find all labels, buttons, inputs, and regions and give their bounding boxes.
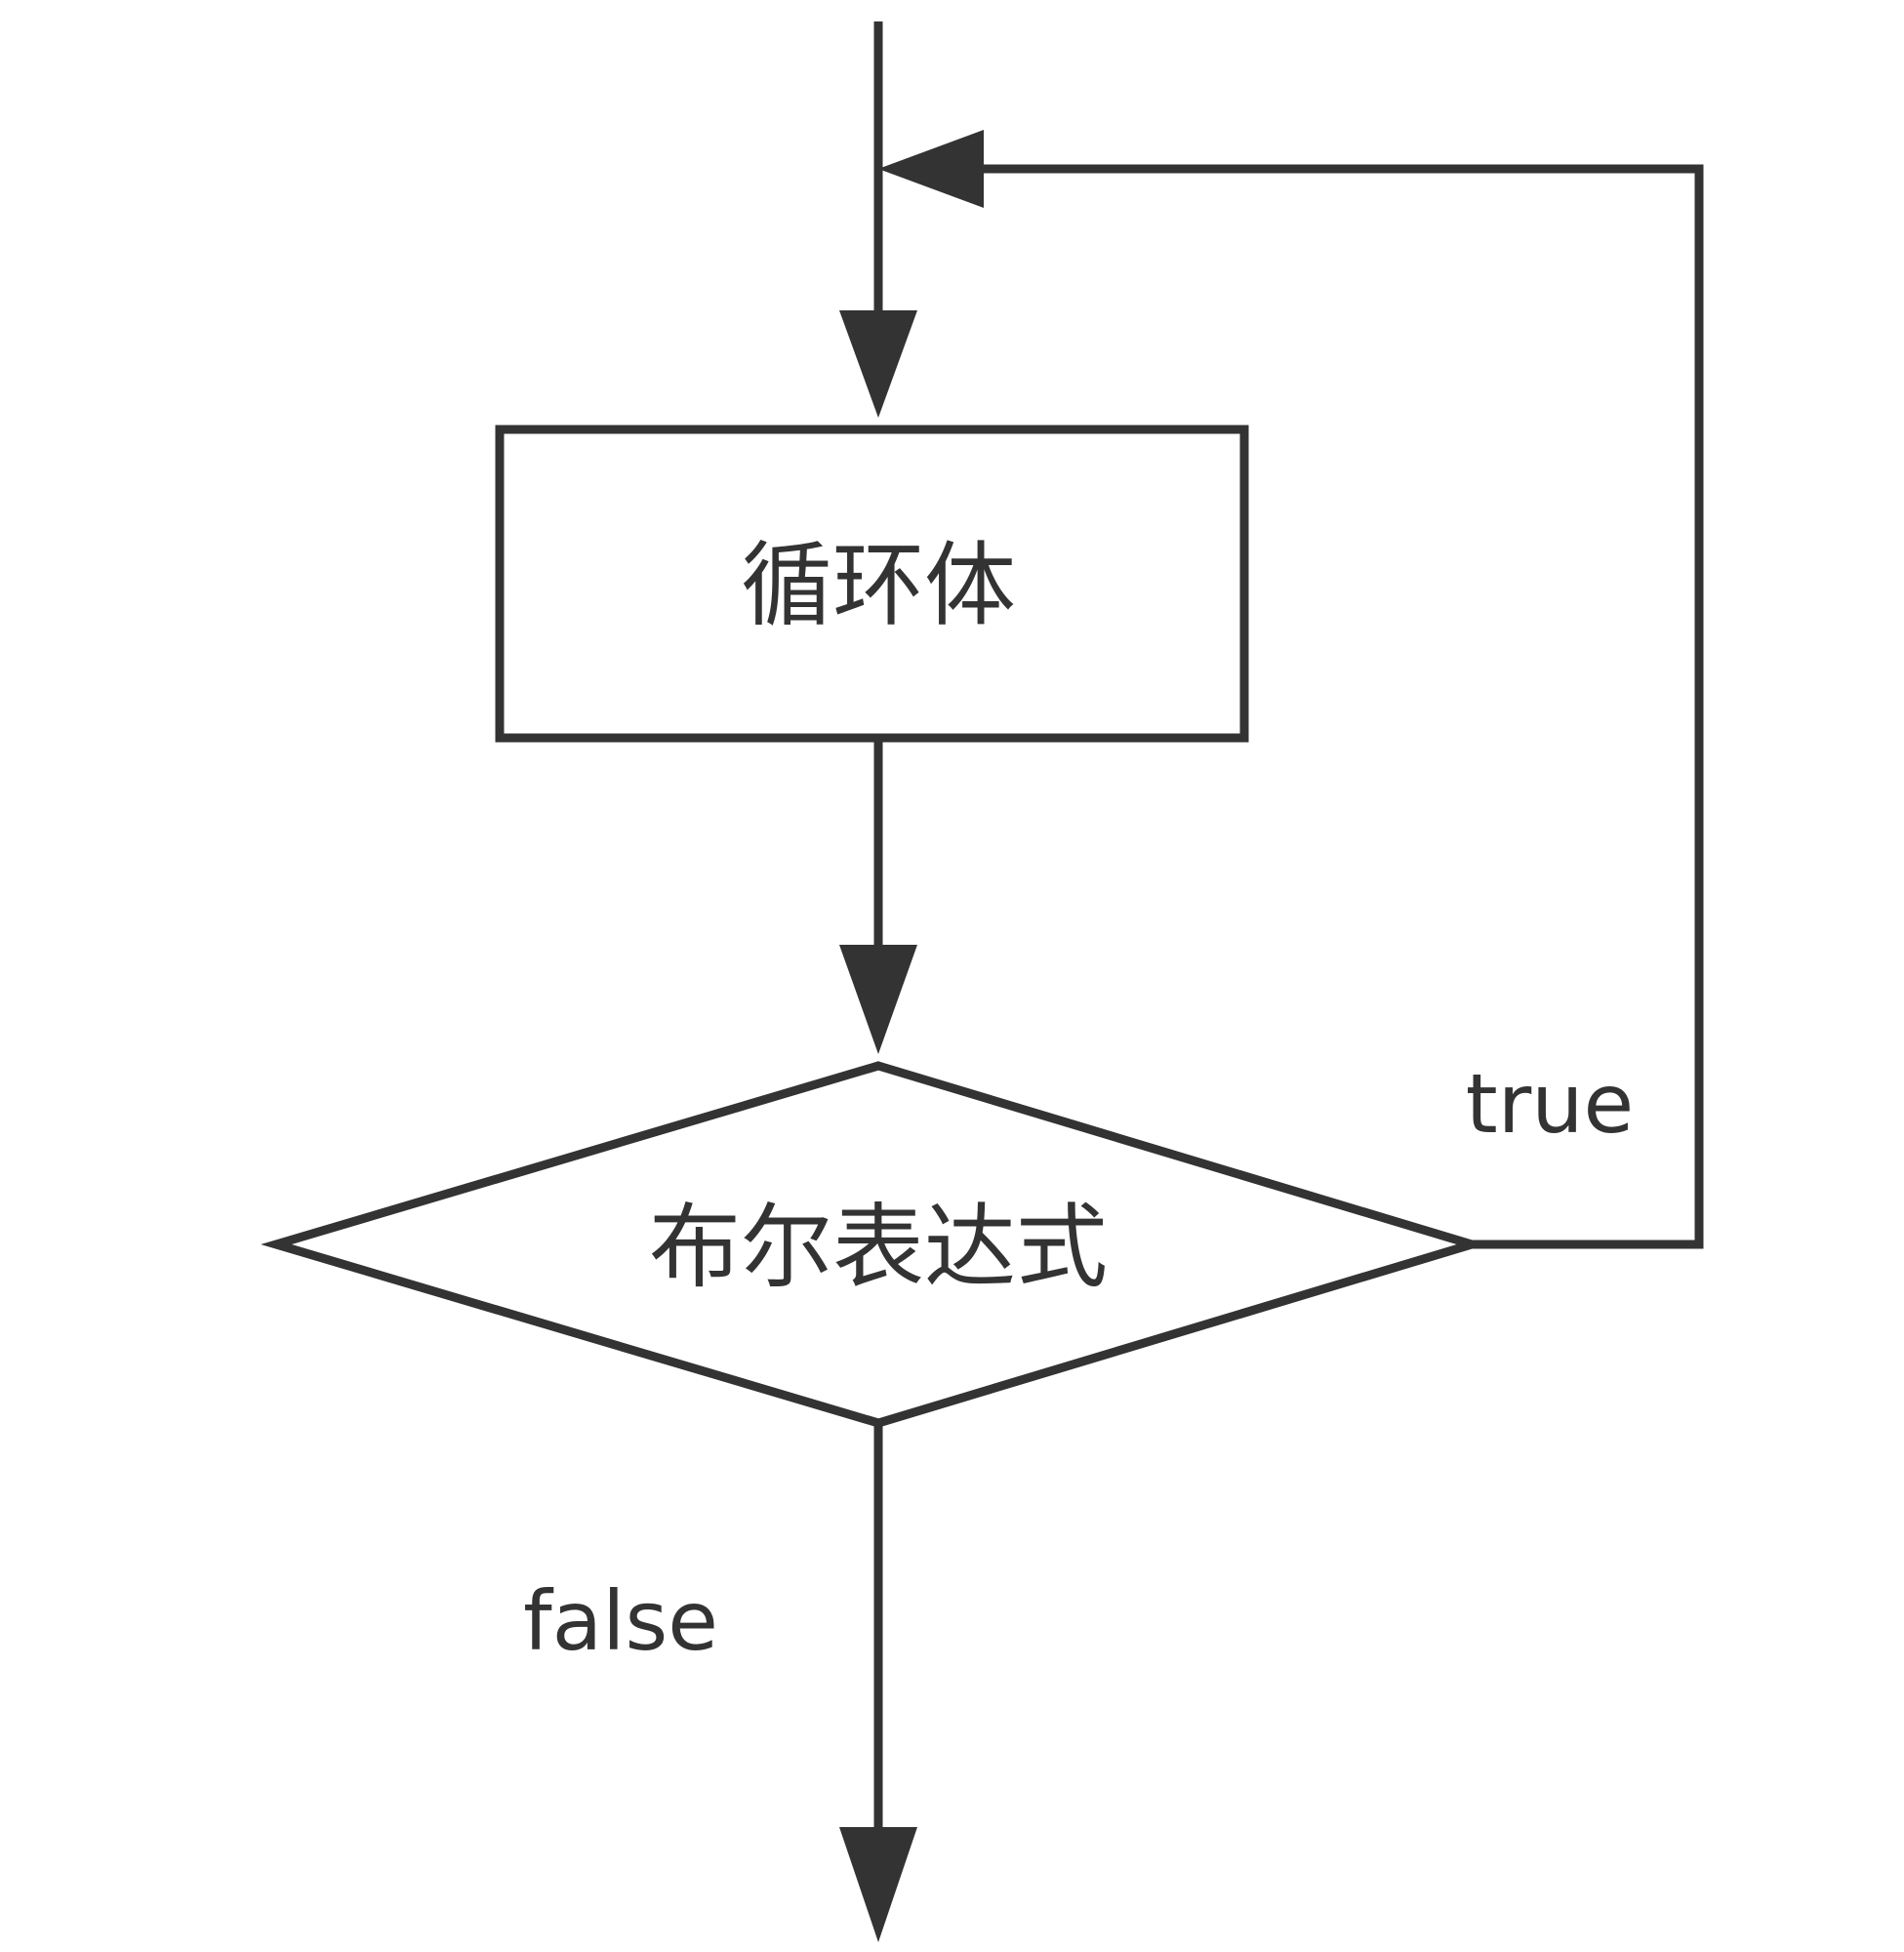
true-branch-edge — [976, 164, 1704, 1249]
loop-body-label: 循环体 — [741, 533, 1016, 639]
loop-body-box[interactable] — [495, 425, 1249, 743]
true-branch-label: true — [1466, 1056, 1634, 1152]
body-to-condition-arrowhead — [839, 945, 917, 1054]
entry-arrowhead — [839, 310, 917, 418]
true-branch-arrowhead — [878, 130, 984, 208]
false-branch-arrowhead — [839, 1827, 917, 1942]
false-branch-label: false — [523, 1573, 718, 1669]
condition-label: 布尔表达式 — [649, 1195, 1108, 1301]
